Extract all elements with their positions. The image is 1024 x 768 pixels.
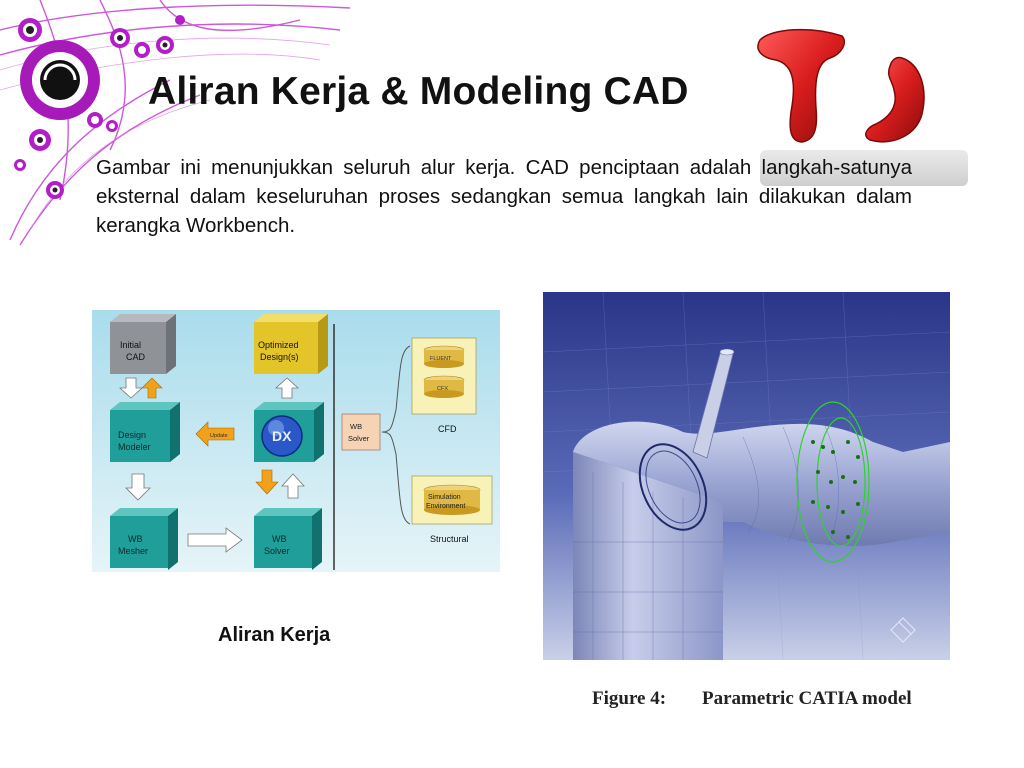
fluent-label: FLUENT: [430, 356, 452, 362]
dx-box: DX: [254, 402, 324, 462]
update-arrow-left: Update: [195, 421, 235, 447]
wb-solver-label-1: WB: [272, 534, 287, 544]
workflow-diagram: Initial CAD Optimized Design(s) Design M…: [92, 310, 500, 572]
wb-solver-box: WB Solver: [254, 508, 322, 570]
optimized-label-2: Design(s): [260, 352, 299, 362]
logo-image: [757, 28, 925, 143]
initial-cad-label-1: Initial: [120, 340, 141, 350]
page-title: Aliran Kerja & Modeling CAD: [148, 70, 689, 113]
design-modeler-label-2: Modeler: [118, 442, 151, 452]
update-arrow-up-1: [141, 377, 163, 399]
cfd-label: CFD: [438, 424, 457, 434]
simulation-label-1: Simulation: [428, 494, 461, 501]
figure-caption: Figure 4: Parametric CATIA model: [592, 688, 952, 710]
catia-model-image: [543, 292, 950, 660]
wb-solver-label-2: Solver: [264, 546, 290, 556]
arrow-right: [187, 527, 243, 553]
arrow-up-3: [281, 473, 305, 499]
decorative-swirl-graphic: [0, 0, 351, 246]
design-modeler-box: Design Modeler: [110, 402, 180, 462]
figure-title: Parametric CATIA model: [702, 688, 912, 709]
design-modeler-label-1: Design: [118, 430, 146, 440]
cfx-label: CFX: [437, 386, 448, 392]
figure-label: Figure 4:: [592, 688, 667, 709]
structural-label: Structural: [430, 534, 469, 544]
wb-mesher-label-1: WB: [128, 534, 143, 544]
update-arrow-down-2: [255, 469, 279, 495]
optimized-label-1: Optimized: [258, 340, 299, 350]
wb-solver-side-label-2: Solver: [348, 434, 370, 443]
cfd-group: FLUENT CFX CFD: [411, 337, 477, 434]
structural-group: Simulation Environment Structural: [411, 475, 493, 544]
wb-solver-side-label-1: WB: [350, 422, 362, 431]
initial-cad-box: Initial CAD: [110, 314, 176, 374]
optimized-designs-box: Optimized Design(s): [254, 314, 328, 374]
arrow-down-4: [125, 473, 151, 501]
workflow-caption: Aliran Kerja: [218, 624, 331, 646]
wb-mesher-box: WB Mesher: [110, 508, 178, 570]
arrow-up-2: [274, 377, 300, 399]
wb-solver-side-box: WB Solver: [341, 413, 381, 451]
initial-cad-label-2: CAD: [126, 352, 146, 362]
wb-mesher-label-2: Mesher: [118, 546, 148, 556]
update-label-left: Update: [210, 433, 228, 439]
logo-shadow-bar: [760, 150, 968, 186]
body-paragraph: Gambar ini menunjukkan seluruh alur kerj…: [96, 156, 912, 237]
simulation-label-2: Environment: [426, 503, 465, 510]
arrow-down-1: [118, 377, 144, 399]
dx-label: DX: [272, 428, 292, 444]
